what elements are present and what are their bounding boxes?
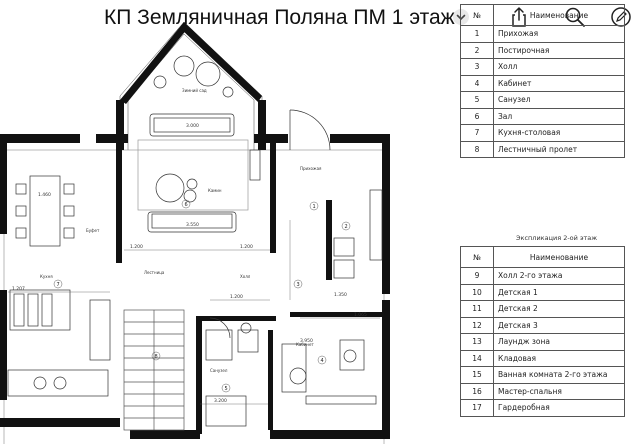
- dim-label: 3.000: [186, 123, 199, 129]
- dim-label: 3.950: [300, 338, 313, 344]
- room-label: Кухня: [40, 274, 53, 279]
- room-label: Кабинет: [296, 342, 314, 347]
- column-header-number: №: [460, 246, 494, 268]
- dim-label: 3.550: [186, 222, 199, 228]
- room-number: 6: [185, 202, 188, 208]
- room-label: Санузел: [210, 368, 228, 373]
- room-number: 3: [297, 282, 300, 288]
- dim-label: 1.200: [230, 294, 243, 300]
- room-number: 2: [345, 224, 348, 230]
- room-number: 1: [313, 204, 316, 210]
- room-number: 7: [57, 282, 60, 288]
- dim-label: 1.460: [38, 192, 51, 198]
- room-label: Холл: [240, 274, 251, 279]
- floor-plan: 3.000 1.460 1.200 1.200 1.207 1.200 1.06…: [0, 21, 390, 444]
- room-label: Лестница: [144, 270, 165, 275]
- column-header-name: Наименование: [493, 246, 625, 268]
- dim-label: 1.350: [334, 292, 347, 298]
- dim-label: 1.200: [240, 244, 253, 250]
- dim-label: 3.200: [214, 398, 227, 404]
- table-caption: Экспликация 2-ой этаж: [516, 234, 598, 242]
- column-header-number: №: [460, 4, 494, 26]
- room-number: 4: [321, 358, 324, 364]
- room-label: Прихожая: [300, 166, 322, 171]
- room-label: Буфет: [86, 228, 100, 233]
- room-label: Камин: [208, 188, 222, 193]
- room-label: Зимний сад: [182, 88, 207, 93]
- room-number: 8: [155, 354, 158, 360]
- column-header-name: Наименование: [493, 4, 625, 26]
- dim-label: 1.207: [12, 286, 25, 292]
- dim-label: 1.065: [354, 312, 367, 318]
- room-number: 5: [225, 386, 228, 392]
- dim-label: 1.200: [130, 244, 143, 250]
- page-title: КП Земляничная Поляна ПМ 1 этаж: [104, 6, 455, 29]
